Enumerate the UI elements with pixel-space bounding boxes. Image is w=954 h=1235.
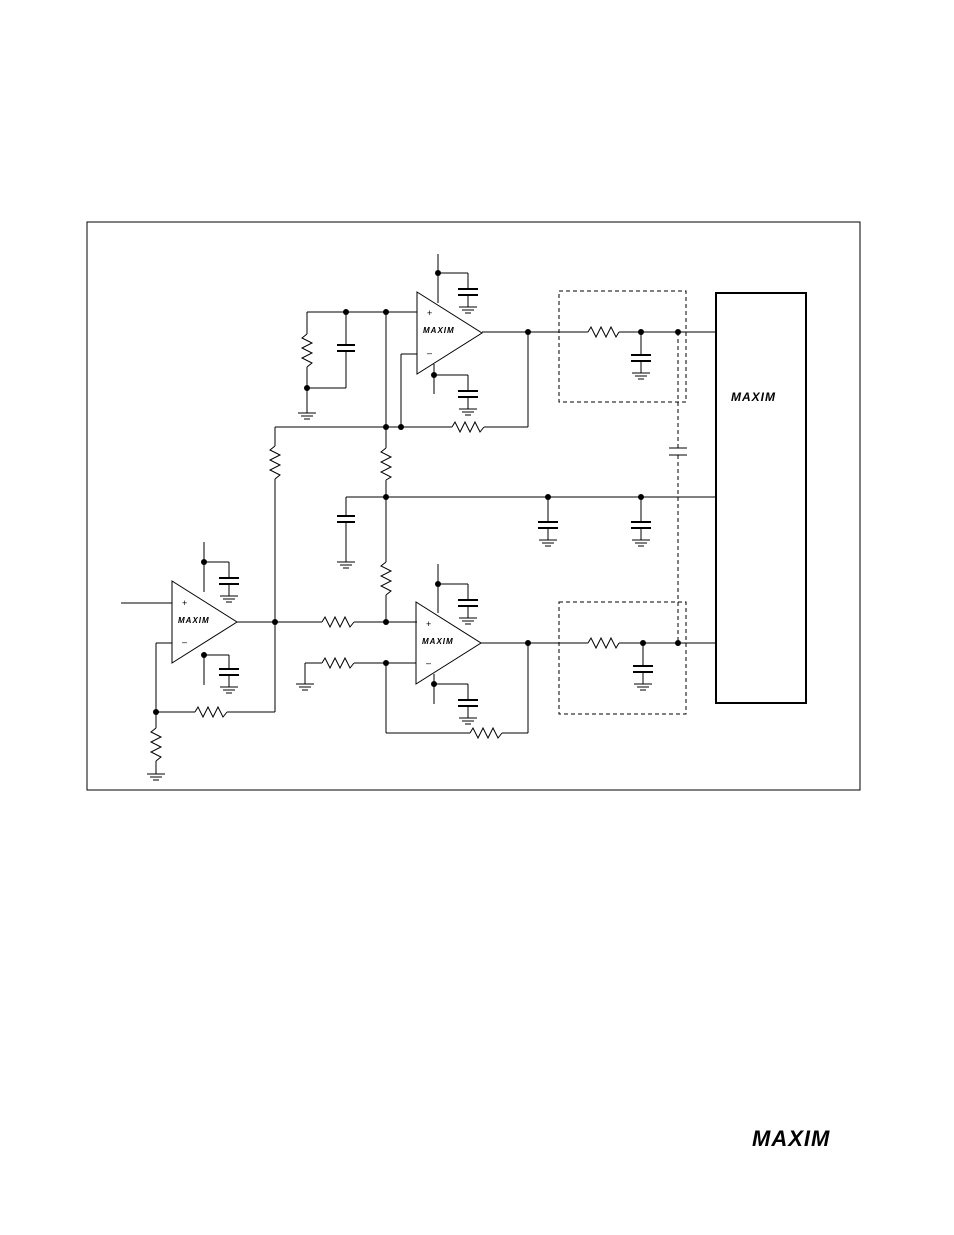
opamp-left-logo: MAXIM — [178, 616, 210, 625]
opamp-bottom-plus: + — [426, 619, 431, 629]
resistor — [302, 334, 312, 367]
resistor — [151, 728, 161, 761]
adc-box — [716, 293, 806, 703]
opamp-bottom: + – MAXIM — [416, 602, 481, 684]
resistor — [322, 658, 354, 668]
resistor — [588, 327, 619, 337]
filter-box-bottom — [559, 602, 686, 714]
adc-logo: MAXIM — [731, 390, 776, 404]
opamp-top-minus: – — [427, 348, 432, 358]
opamp-top-logo: MAXIM — [423, 326, 455, 335]
resistor — [470, 728, 502, 738]
opamp-top-plus: + — [427, 308, 432, 318]
resistor — [452, 422, 484, 432]
filter-box-top — [559, 291, 686, 402]
opamp-left-minus: – — [182, 637, 187, 647]
resistor — [381, 562, 391, 595]
resistor — [270, 446, 280, 479]
resistor — [381, 448, 391, 480]
opamp-bottom-logo: MAXIM — [422, 637, 454, 646]
resistor — [195, 707, 227, 717]
opamp-top: + – MAXIM — [417, 292, 482, 374]
opamp-left: + – MAXIM — [172, 581, 237, 663]
resistor — [588, 638, 619, 648]
opamp-bottom-minus: – — [426, 658, 431, 668]
footer-brand-logo: MAXIM — [752, 1126, 830, 1151]
resistor — [322, 617, 354, 627]
opamp-left-plus: + — [182, 598, 187, 608]
